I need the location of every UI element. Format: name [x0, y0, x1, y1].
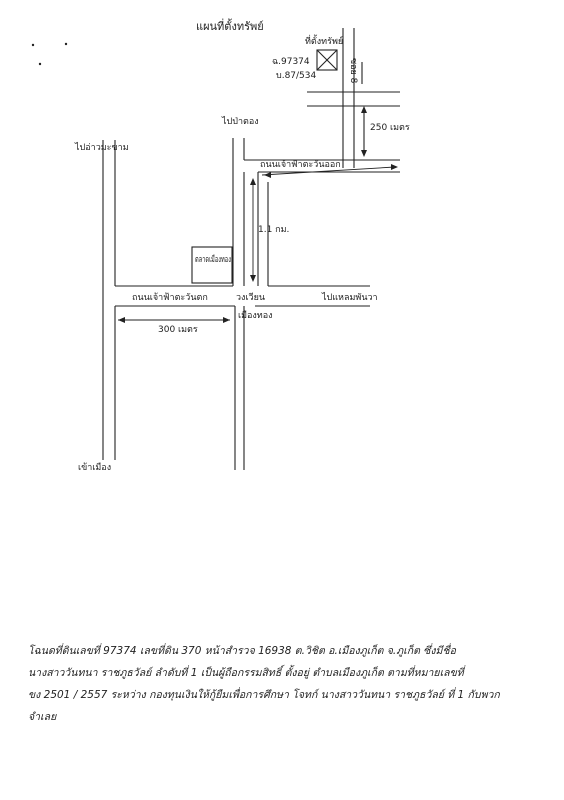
description-line: นางสาววันทนา ราชภูธวัลย์ ลำดับที่ 1 เป็น… — [28, 667, 464, 679]
property-marker — [316, 49, 338, 71]
market-box — [191, 246, 233, 284]
house-number: บ.87/534 — [276, 71, 317, 81]
main-road-label: ถนนเจ้าฟ้าตะวันออก — [260, 159, 341, 170]
description-line: จำเลย — [28, 711, 57, 723]
stray-mark — [38, 62, 42, 66]
soi-label: ซอย 8 — [348, 58, 358, 84]
to-city-label: เข้าเมือง — [78, 462, 111, 473]
deed-number: ฉ.97374 — [272, 57, 310, 67]
to-laem-phanwa-label: ไปแหลมพันวา — [321, 292, 378, 303]
description-line: ขง 2501 / 2557 ระหว่าง กองทุนเงินให้กู้ย… — [28, 689, 500, 701]
circle-label: วงเวียน — [236, 292, 265, 303]
property-description: โฉนดที่ดินเลขที่ 97374 เลขที่ดิน 370 หน้… — [28, 640, 538, 728]
distance-1km-label: 1.1 กม. — [258, 225, 289, 235]
to-ao-makham-label: ไปอ่าวมะขาม — [74, 142, 129, 153]
to-patong-label: ไปป่าตอง — [221, 116, 259, 127]
stray-mark — [31, 43, 35, 47]
stray-mark — [64, 42, 68, 46]
description-line: โฉนดที่ดินเลขที่ 97374 เลขที่ดิน 370 หน้… — [28, 645, 456, 657]
distance-300-label: 300 เมตร — [158, 325, 198, 335]
property-label: ที่ตั้งทรัพย์ — [305, 34, 343, 47]
market-label: ตลาดเมืองทอง — [195, 254, 231, 265]
bottom-road-label: ถนนเจ้าฟ้าตะวันตก — [132, 292, 208, 303]
distance-250-label: 250 เมตร — [370, 123, 410, 133]
mueang-thong-label: เมืองทอง — [238, 310, 273, 321]
map-title: แผนที่ตั้งทรัพย์ — [196, 18, 264, 33]
main-road-arrow — [261, 166, 396, 176]
property-marker-cross — [316, 49, 338, 71]
